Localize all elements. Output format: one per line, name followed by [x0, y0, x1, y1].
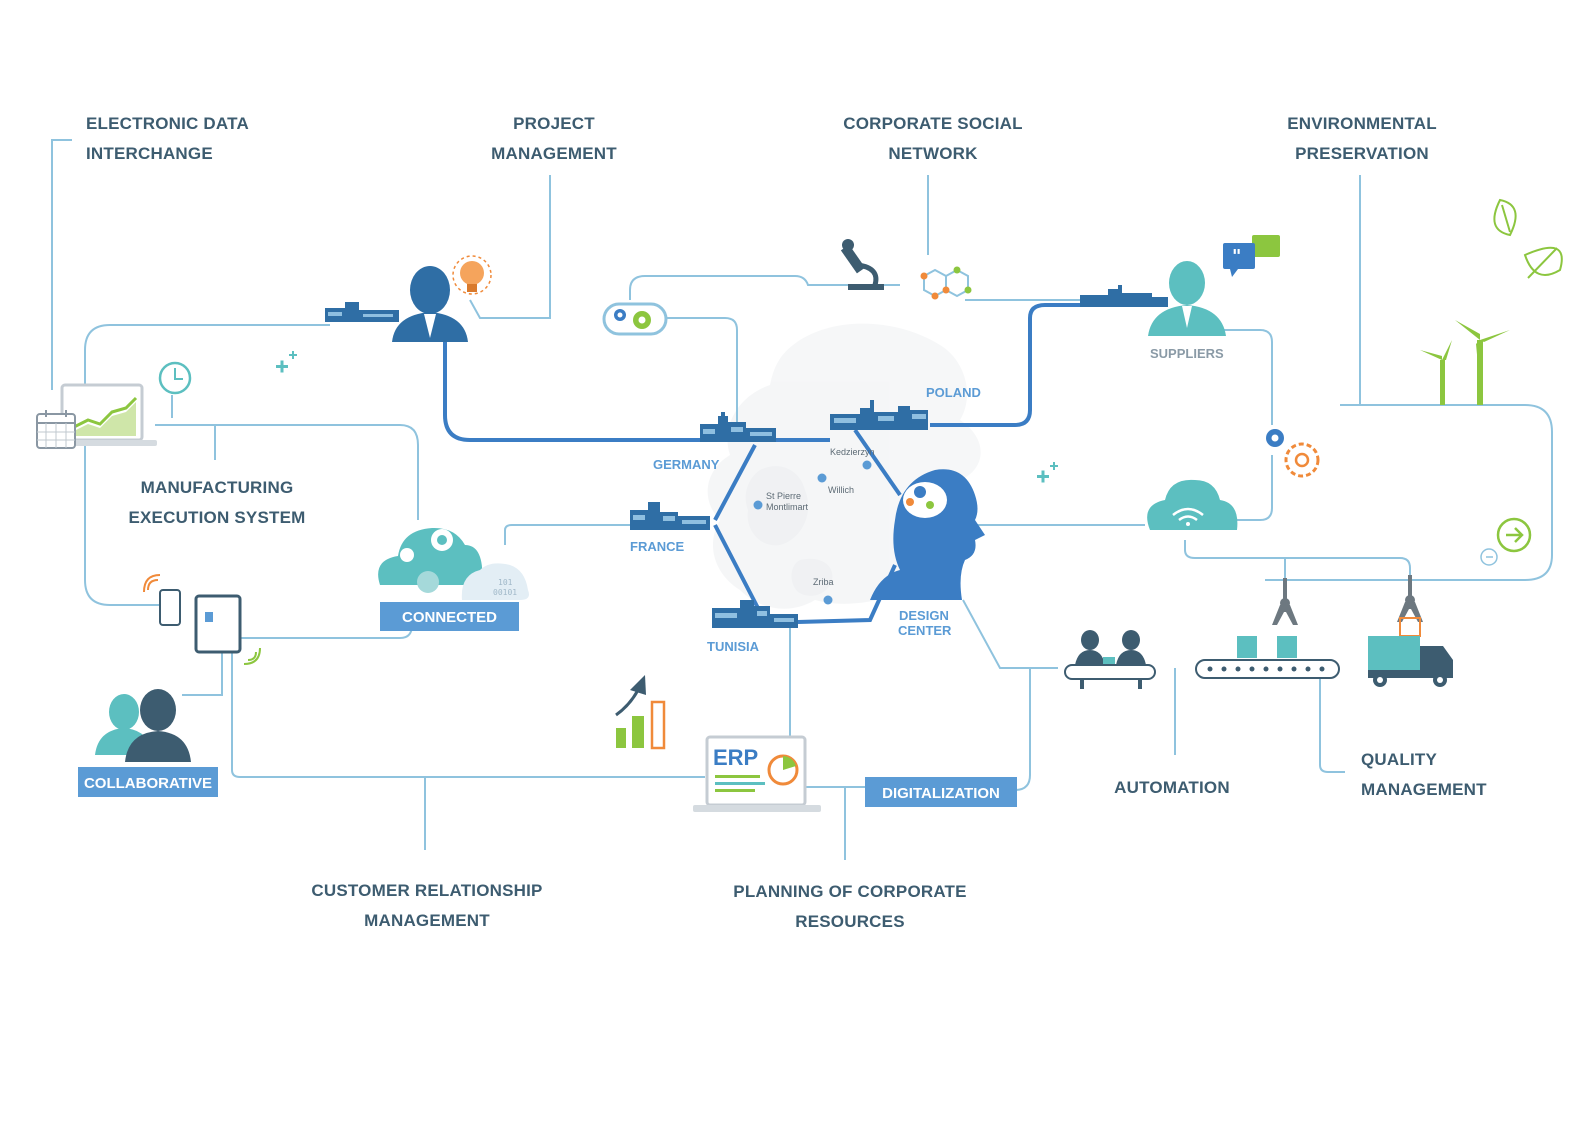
tablet-icon [194, 594, 261, 665]
settings-gears-icon [1266, 429, 1320, 478]
label-pcr-line2: RESOURCES [795, 912, 905, 931]
tag-collaborative-label: COLLABORATIVE [84, 775, 212, 792]
arrow-circle-icon [1480, 517, 1532, 566]
site-tunisia: TUNISIA [707, 639, 760, 654]
city-kedzierzyn: Kedzierzyn [830, 447, 875, 457]
calendar-icon [36, 410, 76, 449]
molecule-icon [920, 266, 972, 300]
factory-icon [325, 285, 1168, 628]
city-markers: Kedzierzyn Willich St Pierre Montlimart … [753, 447, 875, 605]
tag-digitalization-label: DIGITALIZATION [882, 785, 1000, 802]
laptop-chart-icon [52, 383, 157, 446]
label-qm-line2: MANAGEMENT [1361, 780, 1487, 799]
label-crm-line1: CUSTOMER RELATIONSHIP [311, 881, 542, 900]
site-france: FRANCE [630, 539, 684, 554]
site-suppliers: SUPPLIERS [1150, 346, 1224, 361]
label-mes-line1: MANUFACTURING [141, 478, 294, 497]
label-crm-line2: MANAGEMENT [364, 911, 490, 930]
clock-icon [158, 361, 192, 395]
sparkle-icon [276, 351, 1058, 483]
tag-digitalization: DIGITALIZATION [865, 777, 1017, 807]
wind-turbine-icon [1420, 320, 1510, 405]
conveyor-icon [1195, 636, 1340, 679]
city-montlimart: Montlimart [766, 502, 809, 512]
site-germany: GERMANY [653, 457, 720, 472]
workers-icon [1064, 630, 1156, 689]
supplier-person-icon [1148, 261, 1226, 336]
tag-connected-label: CONNECTED [402, 609, 497, 626]
label-pcr-line1: PLANNING OF CORPORATE [733, 882, 966, 901]
erp-laptop-icon: ERP [693, 735, 821, 812]
microscope-icon [840, 239, 884, 290]
wifi-cloud-icon [1147, 479, 1238, 530]
person-icon [392, 266, 468, 342]
label-pm-line1: PROJECT [513, 114, 595, 133]
city-willich: Willich [828, 485, 854, 495]
growth-chart-icon [615, 675, 666, 750]
speech-bubble-icon: " [1223, 235, 1280, 277]
site-design-center-line2: CENTER [898, 623, 952, 638]
tag-connected: CONNECTED [380, 602, 519, 631]
label-edi-line2: INTERCHANGE [86, 144, 213, 163]
label-qm-line1: QUALITY [1361, 750, 1437, 769]
svg-text:": " [1232, 246, 1241, 267]
label-mes-line2: EXECUTION SYSTEM [128, 508, 305, 527]
head-brain-icon [870, 469, 985, 600]
leaf-icon [1493, 198, 1563, 279]
label-csn-line2: NETWORK [888, 144, 978, 163]
label-env-line2: PRESERVATION [1295, 144, 1429, 163]
label-csn-line1: CORPORATE SOCIAL [843, 114, 1023, 133]
city-zriba: Zriba [813, 577, 834, 587]
site-design-center-line1: DESIGN [899, 608, 949, 623]
lightbulb-icon [452, 255, 492, 295]
factory-network-paths [443, 303, 1085, 624]
label-env-line1: ENVIRONMENTAL [1287, 114, 1437, 133]
gears-icon [602, 302, 668, 336]
site-poland: POLAND [926, 385, 981, 400]
svg-text:00101: 00101 [493, 588, 517, 597]
robot-arm-icon [1272, 575, 1423, 637]
truck-icon [1368, 636, 1453, 687]
tag-collaborative: COLLABORATIVE [78, 767, 218, 797]
erp-label: ERP [713, 745, 758, 770]
label-edi-line1: ELECTRONIC DATA [86, 114, 249, 133]
label-automation: AUTOMATION [1114, 778, 1230, 797]
svg-text:101: 101 [498, 578, 513, 587]
phone-icon [143, 574, 181, 626]
label-pm-line2: MANAGEMENT [491, 144, 617, 163]
team-icon [95, 689, 191, 762]
city-st-pierre: St Pierre [766, 491, 801, 501]
cloud-icon: 101 00101 [378, 527, 529, 600]
